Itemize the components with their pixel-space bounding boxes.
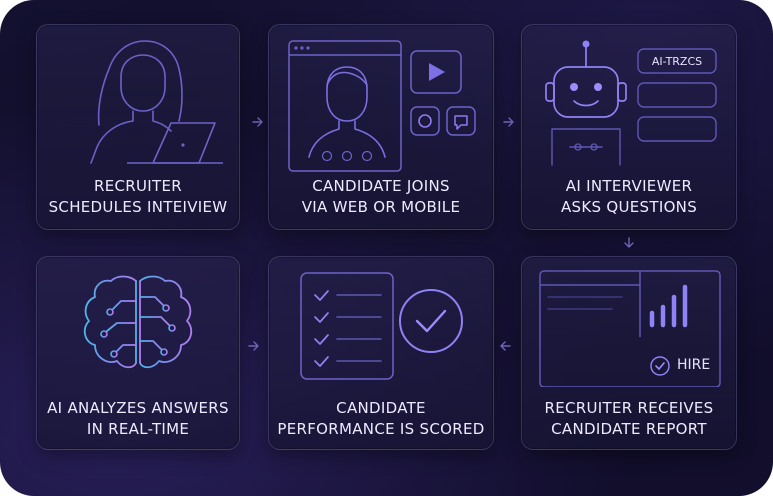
step-card-candidate-joins: CANDIDATE JOINS VIA WEB OR MOBILE [268, 24, 494, 230]
brain-circuit-icon [83, 275, 193, 369]
step-caption-line1: CANDIDATE [336, 399, 426, 417]
arrow-down-icon [624, 237, 634, 248]
step-caption-line1: CANDIDATE JOINS [312, 177, 450, 195]
step-caption-line2: CANDIDATE REPORT [551, 420, 707, 438]
arrow-right-icon [503, 117, 514, 127]
step-caption: CANDIDATE JOINS VIA WEB OR MOBILE [269, 176, 493, 218]
step-caption-line2: ASKS QUESTIONS [560, 198, 698, 216]
step-card-recruiter-schedules: RECRUITER SCHEDULES INTEIVIEW [36, 24, 240, 230]
step-card-ai-analyzes: AI ANALYZES ANSWERS IN REAL-TIME [36, 256, 240, 450]
recruiter-laptop-icon [90, 40, 223, 164]
step-caption-line2: SCHEDULES INTEIVIEW [48, 198, 228, 216]
step-caption: AI ANALYZES ANSWERS IN REAL-TIME [37, 398, 239, 440]
arrow-right-icon [248, 341, 259, 351]
step-caption-line1: AI INTERVIEWER [565, 177, 693, 195]
arrow-left-icon [500, 341, 511, 351]
step-card-candidate-scored: CANDIDATE PERFORMANCE IS SCORED [268, 256, 494, 450]
arrow-right-icon [252, 117, 263, 127]
report-dashboard-icon [539, 270, 721, 387]
step-caption-line1: AI ANALYZES ANSWERS [47, 399, 229, 417]
robot-interviewer-icon [545, 40, 717, 166]
step-card-recruiter-report: HIRE RECRUITER RECEIVES CANDIDATE REPORT [521, 256, 737, 450]
step-caption: RECRUITER RECEIVES CANDIDATE REPORT [522, 398, 736, 440]
robot-tag-label: AI-TRZCS [651, 55, 703, 68]
step-caption: AI INTERVIEWER ASKS QUESTIONS [522, 176, 736, 218]
step-caption: CANDIDATE PERFORMANCE IS SCORED [269, 398, 493, 440]
step-caption: RECRUITER SCHEDULES INTEIVIEW [37, 176, 239, 218]
step-caption-line2: IN REAL-TIME [86, 420, 190, 438]
step-caption-line1: RECRUITER [94, 177, 182, 195]
step-card-ai-interviewer: AI-TRZCS AI INTERVIEWER ASKS QUESTIONS [521, 24, 737, 230]
video-call-icon [288, 40, 476, 172]
step-caption-line2: PERFORMANCE IS SCORED [277, 420, 485, 438]
step-caption-line2: VIA WEB OR MOBILE [301, 198, 461, 216]
step-caption-line1: RECRUITER RECEIVES [544, 399, 714, 417]
hire-label: HIRE [677, 357, 711, 373]
checklist-score-icon [300, 272, 463, 380]
